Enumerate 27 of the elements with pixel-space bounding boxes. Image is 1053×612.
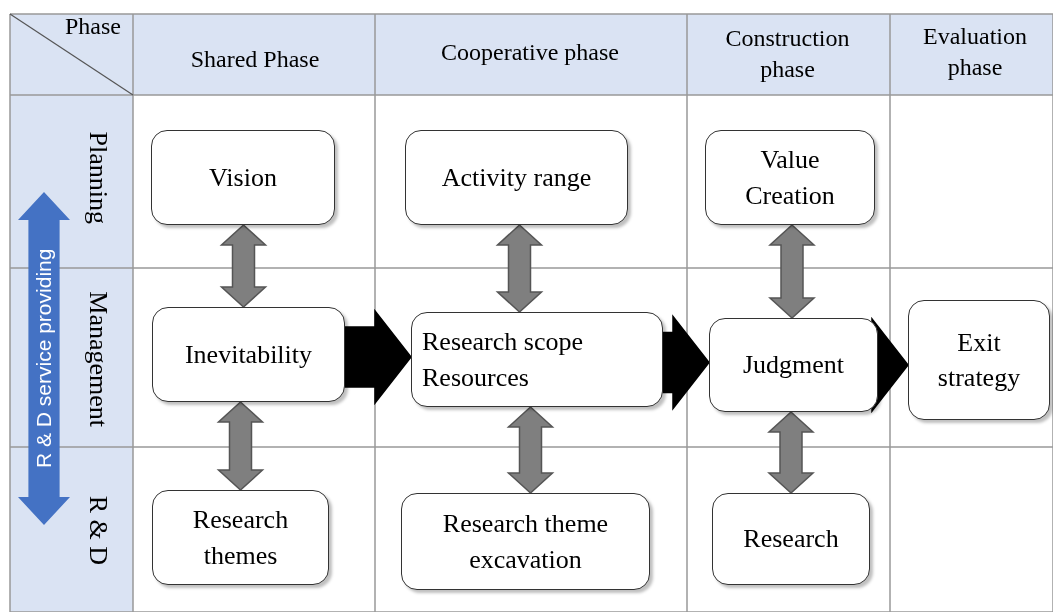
process-box: Vision bbox=[151, 130, 335, 225]
double-arrow bbox=[219, 224, 268, 308]
column-header: Cooperative phase bbox=[441, 38, 619, 68]
process-box: Research theme excavation bbox=[401, 493, 650, 590]
process-box: Research themes bbox=[152, 490, 329, 585]
process-box: Activity range bbox=[405, 130, 628, 225]
process-box: Research bbox=[712, 493, 870, 585]
block-arrow bbox=[344, 308, 412, 406]
row-header: Planning bbox=[83, 131, 113, 225]
double-arrow bbox=[768, 224, 816, 319]
row-header: Management bbox=[83, 291, 113, 427]
row-header: R & D bbox=[83, 495, 113, 565]
process-box: Research scope Resources bbox=[411, 312, 663, 407]
process-box: Judgment bbox=[709, 318, 878, 412]
double-arrow bbox=[767, 411, 815, 494]
process-box: Exit strategy bbox=[908, 300, 1050, 420]
column-header: Shared Phase bbox=[190, 45, 320, 75]
process-box: Value Creation bbox=[705, 130, 875, 225]
double-arrow bbox=[506, 406, 555, 494]
double-arrow bbox=[216, 401, 265, 491]
double-arrow bbox=[495, 224, 544, 313]
corner-header: Phase bbox=[65, 12, 121, 42]
column-header: Construction phase bbox=[724, 23, 851, 84]
process-box: Inevitability bbox=[152, 307, 345, 402]
column-header: Evaluation phase bbox=[922, 21, 1028, 82]
double-arrow: R & D service providing bbox=[18, 192, 70, 525]
block-arrow bbox=[662, 314, 710, 411]
